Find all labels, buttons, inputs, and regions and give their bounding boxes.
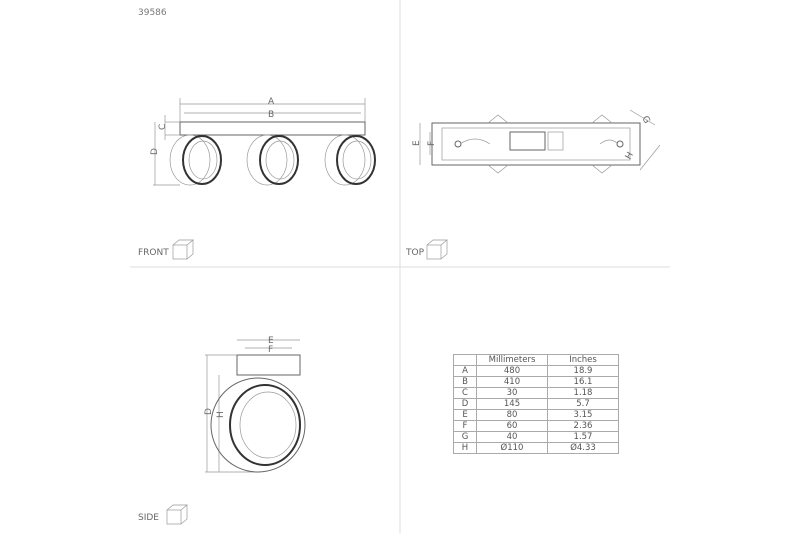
svg-text:F: F [268, 345, 273, 355]
svg-text:D: D [204, 408, 214, 415]
svg-text:G: G [639, 115, 651, 126]
view-label-front: FRONT [138, 248, 169, 258]
svg-text:F: F [427, 141, 437, 146]
top-view: E F G H TOP [405, 109, 661, 260]
svg-text:C: C [158, 124, 168, 130]
svg-text:H: H [624, 151, 636, 162]
svg-text:E: E [412, 140, 422, 146]
svg-text:E: E [268, 336, 274, 346]
table-header: Millimeters Inches [453, 354, 619, 366]
front-view: A B C D FRONT [138, 97, 376, 260]
svg-text:H: H [216, 411, 226, 418]
side-view: E F D H SIDE [138, 336, 306, 525]
svg-text:D: D [150, 148, 160, 155]
product-code: 39586 [138, 8, 167, 18]
svg-text:B: B [268, 110, 274, 120]
view-label-top: TOP [405, 248, 425, 258]
view-label-side: SIDE [138, 513, 159, 523]
svg-text:A: A [268, 97, 275, 107]
